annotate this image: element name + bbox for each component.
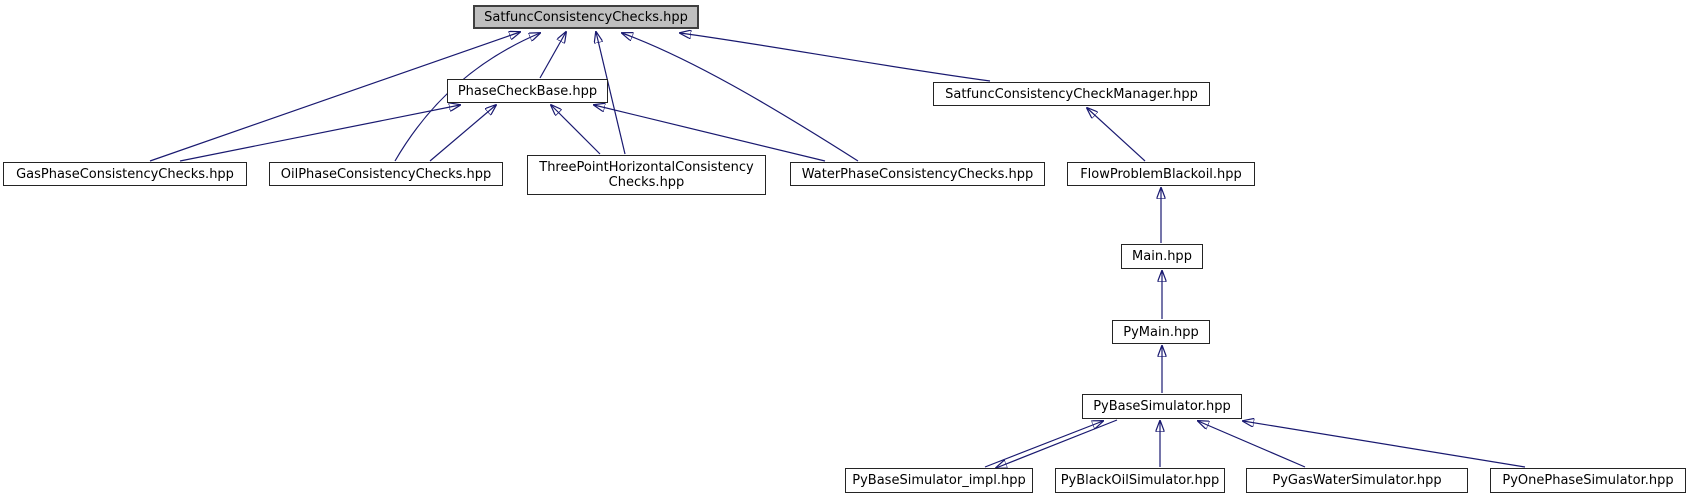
- node-pygaswater-simulator[interactable]: PyGasWaterSimulator.hpp: [1246, 468, 1468, 493]
- node-three-point-horizontal-consistency-checks[interactable]: ThreePointHorizontalConsistency Checks.h…: [527, 155, 766, 195]
- node-main[interactable]: Main.hpp: [1121, 244, 1203, 269]
- node-water-phase-consistency-checks[interactable]: WaterPhaseConsistencyChecks.hpp: [790, 162, 1045, 186]
- node-flow-problem-blackoil[interactable]: FlowProblemBlackoil.hpp: [1067, 162, 1255, 186]
- edge-water-to-phasecheckbase: [594, 105, 826, 162]
- edge-gas-to-root: [149, 32, 520, 162]
- edge-impl-to-pybasesim: [984, 421, 1103, 468]
- edge-threepoint-to-phasecheckbase: [551, 105, 601, 155]
- edge-oil-to-phasecheckbase: [429, 105, 496, 162]
- node-satfunc-consistency-checks: SatfuncConsistencyChecks.hpp: [473, 5, 699, 29]
- edge-flowproblem-to-manager: [1087, 108, 1146, 162]
- node-phase-check-base[interactable]: PhaseCheckBase.hpp: [447, 79, 608, 103]
- node-oil-phase-consistency-checks[interactable]: OilPhaseConsistencyChecks.hpp: [269, 162, 503, 186]
- edge-pygaswater-to-pybasesim: [1198, 421, 1306, 468]
- edge-gas-to-phasecheckbase: [179, 105, 460, 162]
- edge-threepoint-to-root: [596, 32, 626, 155]
- node-pyonephase-simulator[interactable]: PyOnePhaseSimulator.hpp: [1490, 468, 1686, 493]
- edge-pybasesim-to-impl: [996, 419, 1118, 468]
- edge-pyonephase-to-pybasesim: [1243, 421, 1526, 468]
- node-pymain[interactable]: PyMain.hpp: [1112, 320, 1210, 344]
- edge-phasecheckbase-to-root: [539, 32, 566, 79]
- node-pybase-simulator-impl[interactable]: PyBaseSimulator_impl.hpp: [845, 468, 1033, 493]
- edge-water-to-root: [622, 33, 859, 162]
- node-satfunc-consistency-check-manager[interactable]: SatfuncConsistencyCheckManager.hpp: [933, 82, 1210, 106]
- node-gas-phase-consistency-checks[interactable]: GasPhaseConsistencyChecks.hpp: [3, 162, 247, 186]
- node-pybase-simulator[interactable]: PyBaseSimulator.hpp: [1082, 394, 1242, 419]
- node-pyblackoil-simulator[interactable]: PyBlackOilSimulator.hpp: [1055, 468, 1225, 493]
- edge-manager-to-root: [680, 33, 991, 82]
